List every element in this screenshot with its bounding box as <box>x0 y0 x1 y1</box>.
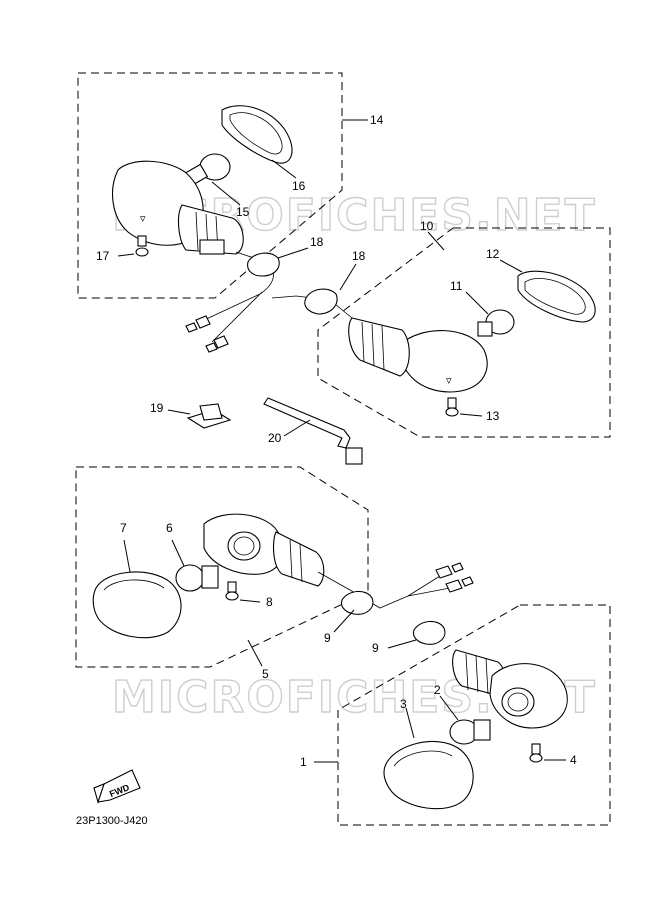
flasher-housing-14: ▿ <box>112 160 244 255</box>
svg-text:▿: ▿ <box>140 213 146 225</box>
callout-1: 1 <box>300 755 307 769</box>
callout-7: 7 <box>120 521 127 535</box>
flasher-housing-1 <box>452 649 568 729</box>
bulb-11 <box>477 309 515 337</box>
callout-20: 20 <box>268 431 282 445</box>
lens-12 <box>517 270 596 323</box>
callout-16: 16 <box>292 179 306 193</box>
group-5-boundary <box>75 466 369 668</box>
lens-3 <box>383 740 474 810</box>
diagram-code: 23P1300-J420 <box>76 815 148 827</box>
callout-3: 3 <box>400 697 407 711</box>
forward-arrow-icon: FWD <box>93 769 141 804</box>
callout-18b: 18 <box>352 249 366 263</box>
callout-6: 6 <box>166 521 173 535</box>
callout-13: 13 <box>486 409 500 423</box>
callout-9b: 9 <box>372 641 379 655</box>
group-14-boundary <box>77 72 343 299</box>
callout-4: 4 <box>570 753 577 767</box>
callout-15: 15 <box>236 205 250 219</box>
bulb-2 <box>449 719 491 745</box>
connector-pins-5 <box>435 562 474 593</box>
group-1-boundary <box>337 604 611 826</box>
flasher-housing-10: ▿ <box>348 317 488 393</box>
grommet-9b <box>412 620 446 645</box>
svg-text:▿: ▿ <box>446 375 452 387</box>
callout-11: 11 <box>450 279 463 293</box>
callout-19: 19 <box>150 401 164 415</box>
callout-17: 17 <box>96 249 110 263</box>
lens-7 <box>92 571 182 639</box>
flasher-housing-5 <box>203 513 325 587</box>
group-10-boundary <box>317 227 611 438</box>
screw-17 <box>135 235 149 257</box>
callout-9a: 9 <box>324 631 331 645</box>
lens-16 <box>221 105 293 164</box>
callout-5: 5 <box>262 667 269 681</box>
grommet-18b <box>304 288 338 315</box>
callout-14: 14 <box>370 113 384 127</box>
callout-18a: 18 <box>310 235 324 249</box>
callout-12: 12 <box>486 247 500 261</box>
callout-10: 10 <box>420 219 434 233</box>
connector-pins-14 <box>185 315 229 353</box>
clip-19 <box>186 403 232 429</box>
grommet-9a <box>340 590 374 615</box>
bulb-6 <box>175 564 219 592</box>
grommet-18a <box>247 252 280 277</box>
callout-8: 8 <box>266 595 273 609</box>
callout-2: 2 <box>434 683 441 697</box>
screw-4 <box>529 743 543 763</box>
screw-13 <box>445 397 459 417</box>
cable-tie-20 <box>263 397 363 465</box>
screw-8 <box>225 581 239 601</box>
